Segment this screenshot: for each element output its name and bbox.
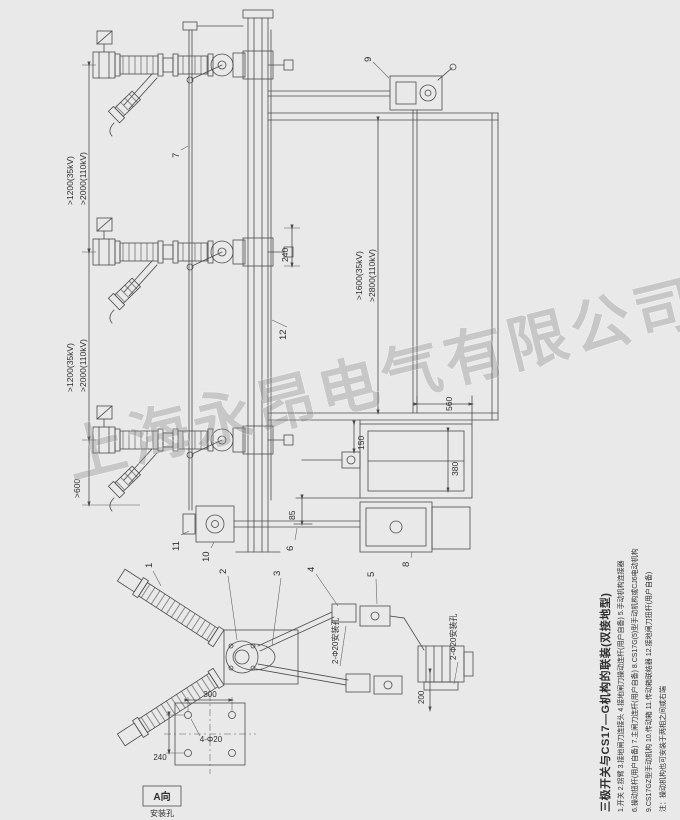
dim-hub-240: 240 xyxy=(280,248,290,262)
span-dimension: >1600(35kV) >2800(110kV) xyxy=(354,116,380,415)
part-label-9: 9 xyxy=(363,57,374,62)
part-label-2: 2 xyxy=(218,569,229,574)
dim-ground-clearance: >600 xyxy=(72,479,82,498)
part-label-12: 12 xyxy=(278,329,289,340)
front-callouts: 1 2 3 4 5 xyxy=(144,563,378,647)
part-label-10: 10 xyxy=(201,551,212,562)
dim-holes-upper: 2-Φ20安装孔 xyxy=(330,618,340,664)
dim-base-holes: 4-Φ20 xyxy=(200,735,223,744)
main-blade-rod xyxy=(182,21,244,511)
dim-box-560: 560 xyxy=(444,397,454,411)
part-label-5: 5 xyxy=(366,572,377,577)
dim-holes-lower: 2-Φ20安装孔 xyxy=(448,614,458,660)
mounting-pattern: 300 240 4-Φ20 xyxy=(153,690,256,774)
front-upper-arm xyxy=(257,603,425,652)
mechanism-9 xyxy=(267,63,457,414)
part-label-11: 11 xyxy=(171,541,182,551)
hub-dimension: 240 xyxy=(280,224,300,268)
dim-span-35kv: >1600(35kV) xyxy=(354,251,364,300)
part-label-1: 1 xyxy=(144,563,155,568)
dim-gap1-35kv: >1200(35kV) xyxy=(65,156,75,205)
dim-gap2-110kv: >2000(110kV) xyxy=(78,339,88,392)
part-label-4: 4 xyxy=(306,567,317,572)
support-column xyxy=(235,9,281,553)
mechanism-box-detail xyxy=(293,395,474,526)
front-view: 1 2 3 4 5 2-Φ20安装孔 2-Φ20安装孔 200 xyxy=(115,563,474,818)
dim-gap2-35kv: >1200(35kV) xyxy=(65,343,75,392)
front-lower-arm xyxy=(255,663,403,695)
part-label-3: 3 xyxy=(272,571,283,576)
dim-gap1-110kv: >2000(110kV) xyxy=(78,152,88,205)
view-a-text: A向 xyxy=(153,790,170,803)
part-label-6: 6 xyxy=(285,546,296,551)
front-insulator-upper xyxy=(115,566,225,648)
side-view-assembly: >1200(35kV) >2000(110kV) >1200(35kV) >20… xyxy=(65,9,499,567)
base-frame xyxy=(267,112,499,421)
drawing-title: 三极开关与CS17—G机构的联装(双接地型) xyxy=(598,593,612,812)
notes-remark: 注：操动机构也可安装于两相之间或右端 xyxy=(658,686,667,812)
view-a-sub: 安装孔 xyxy=(150,808,174,818)
dim-box-150: 150 xyxy=(356,436,366,450)
parts-list-9-12: 9.CS17GZ型手动机构 10.传动箱 11.传动箱联结器 12.接地闸刀扭杆… xyxy=(644,572,653,812)
phase-dimensions: >1200(35kV) >2000(110kV) >1200(35kV) >20… xyxy=(65,61,140,507)
dim-offset-85: 85 xyxy=(287,510,297,520)
dim-motor-200: 200 xyxy=(417,690,426,704)
view-a-label: A向 安装孔 xyxy=(142,785,182,818)
parts-list-6-8: 6.操动扭杆(用户自备) 7.主闸刀连杆(用户自备) 8.CS17G(5)型手动… xyxy=(630,548,639,812)
part-label-8: 8 xyxy=(401,562,412,567)
dim-base-240: 240 xyxy=(153,753,167,762)
front-motor xyxy=(417,645,474,691)
parts-list-1-5: 1.开关 2.拐臂 3.接地闸刀连接头 4.接地闸刀操动连杆(用户自备) 5.手… xyxy=(616,560,625,812)
part-callouts: 9 7 12 11 10 6 8 xyxy=(171,57,413,567)
drive-train xyxy=(182,501,471,553)
dim-box-380: 380 xyxy=(450,462,460,476)
pole-assembly-1 xyxy=(92,30,294,137)
part-label-7: 7 xyxy=(171,153,182,158)
front-hub xyxy=(223,629,299,685)
dim-span-110kv: >2800(110kV) xyxy=(367,249,377,302)
dim-base-300: 300 xyxy=(203,690,217,699)
notes-block: 三极开关与CS17—G机构的联装(双接地型) 1.开关 2.拐臂 3.接地闸刀连… xyxy=(598,548,667,812)
pole-assembly-2 xyxy=(92,217,294,324)
